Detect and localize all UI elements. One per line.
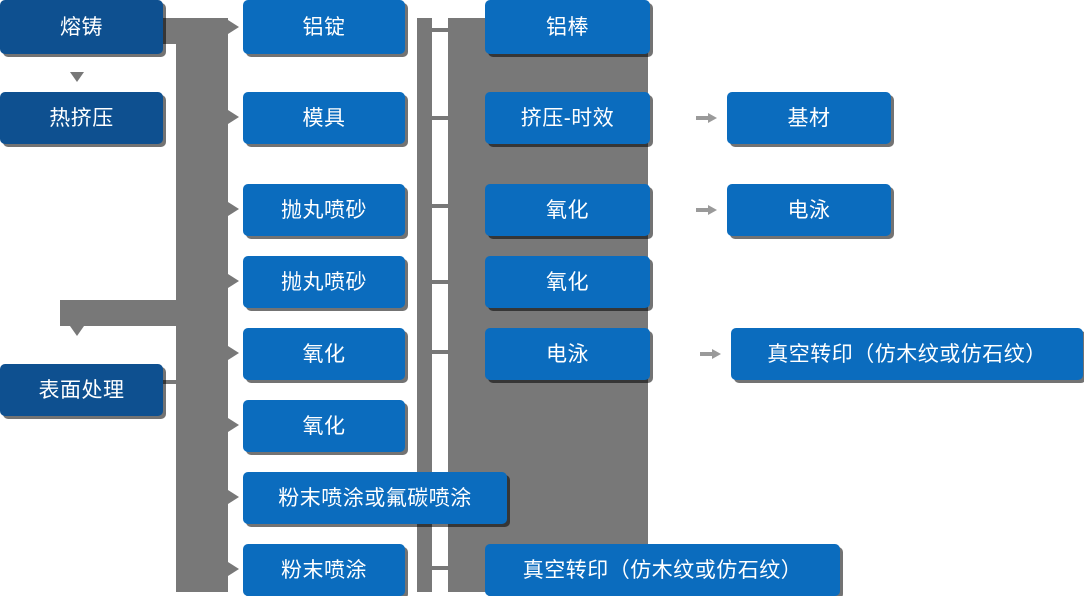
stage-label-1: 熔铸: [60, 15, 103, 39]
output-label-1: 基材: [787, 106, 831, 130]
process1-box-7[interactable]: 粉末喷涂或氟碳喷涂: [243, 472, 507, 524]
stage-label-2: 热挤压: [49, 106, 114, 130]
stage1-to-stage2-arrow: [70, 72, 84, 82]
arrow-to-out-1: [708, 113, 717, 123]
stage-box-3[interactable]: 表面处理: [0, 364, 163, 416]
process2-box-6[interactable]: 真空转印（仿木纹或仿石纹）: [485, 544, 840, 596]
mid-connector-stub-4: [430, 280, 450, 284]
process1-box-6[interactable]: 氧化: [243, 400, 405, 452]
arrow-to-p1-6: [228, 418, 239, 432]
process1-label-1: 铝锭: [302, 15, 346, 39]
process2-box-5[interactable]: 电泳: [485, 328, 650, 380]
arrow-stem-out-3: [700, 352, 714, 356]
mid-connector-stub-3: [430, 204, 450, 208]
arrow-to-p1-3: [228, 202, 239, 216]
process2-label-2: 挤压-时效: [520, 106, 615, 130]
arrow-to-p1-7: [228, 490, 239, 504]
process1-label-6: 氧化: [302, 414, 346, 438]
output-label-2: 电泳: [787, 198, 831, 222]
process1-box-8[interactable]: 粉末喷涂: [243, 544, 405, 596]
mid-connector-bar-left: [417, 18, 432, 592]
process1-label-2: 模具: [302, 106, 346, 130]
arrow-to-out-2: [708, 205, 717, 215]
process1-label-8: 粉末喷涂: [281, 558, 367, 582]
arrow-to-p1-8: [228, 562, 239, 576]
arrow-to-p1-2: [228, 110, 239, 124]
mid-connector-stub-1: [430, 28, 450, 32]
process1-label-4: 抛丸喷砂: [281, 270, 367, 294]
arrow-stem-out-1: [696, 116, 710, 120]
output-box-3[interactable]: 真空转印（仿木纹或仿石纹）: [731, 328, 1083, 380]
process1-box-4[interactable]: 抛丸喷砂: [243, 256, 405, 308]
process2-label-1: 铝棒: [546, 15, 589, 39]
process2-label-6: 真空转印（仿木纹或仿石纹）: [522, 558, 803, 582]
process2-label-3: 氧化: [546, 198, 589, 222]
stage-box-2[interactable]: 热挤压: [0, 92, 163, 144]
stage-label-3: 表面处理: [38, 378, 125, 402]
process2-label-4: 氧化: [546, 270, 589, 294]
stage-box-1[interactable]: 熔铸: [0, 0, 163, 54]
process1-box-3[interactable]: 抛丸喷砂: [243, 184, 405, 236]
output-box-2[interactable]: 电泳: [727, 184, 891, 236]
process1-box-5[interactable]: 氧化: [243, 328, 405, 380]
mid-connector-stub-6: [430, 566, 450, 570]
process2-box-1[interactable]: 铝棒: [485, 0, 650, 54]
process2-box-2[interactable]: 挤压-时效: [485, 92, 650, 144]
process1-label-3: 抛丸喷砂: [281, 198, 367, 222]
process1-label-7: 粉末喷涂或氟碳喷涂: [278, 486, 472, 510]
arrow-to-p1-5: [228, 346, 239, 360]
arrow-to-p1-1: [228, 20, 239, 34]
process2-box-4[interactable]: 氧化: [485, 256, 650, 308]
left-connector-trunk: [176, 18, 228, 592]
process2-box-3[interactable]: 氧化: [485, 184, 650, 236]
mid-connector-stub-5: [430, 350, 450, 354]
mid-connector-stub-2: [430, 116, 450, 120]
left-connector-stage2-stem: [160, 380, 182, 384]
output-box-1[interactable]: 基材: [727, 92, 891, 144]
process1-box-1[interactable]: 铝锭: [243, 0, 405, 54]
arrow-to-p1-4: [228, 274, 239, 288]
left-connector-mid-cap: [60, 300, 180, 326]
stage2-to-stage3-arrow: [70, 326, 84, 336]
process1-box-2[interactable]: 模具: [243, 92, 405, 144]
arrow-to-out-3: [712, 349, 721, 359]
output-label-3: 真空转印（仿木纹或仿石纹）: [767, 342, 1047, 366]
arrow-stem-out-2: [696, 208, 710, 212]
process1-label-5: 氧化: [302, 342, 346, 366]
process2-label-5: 电泳: [546, 342, 589, 366]
